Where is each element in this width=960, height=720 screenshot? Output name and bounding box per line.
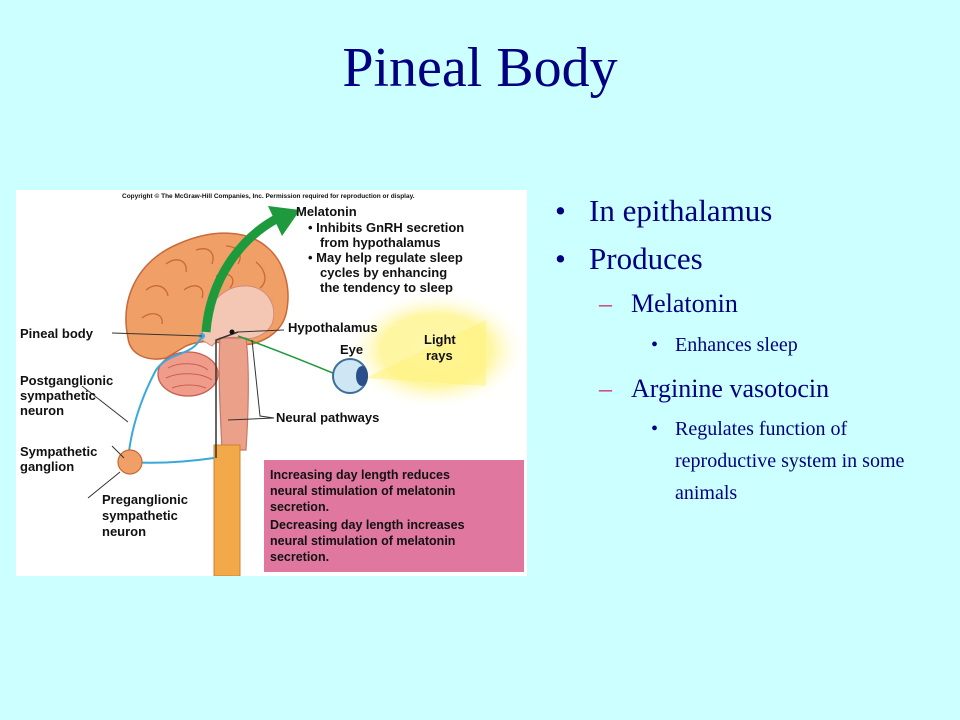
light-beam [366, 320, 486, 386]
melatonin-line-4: cycles by enhancing [320, 265, 447, 280]
melatonin-line-5: the tendency to sleep [320, 280, 453, 295]
light-rays-label-1: Light [424, 332, 456, 347]
bullet-text: Produces [589, 241, 703, 277]
light-rays-label-2: rays [426, 348, 453, 363]
pineal-diagram: Copyright © The McGraw-Hill Companies, I… [20, 192, 527, 576]
bullet-list: • In epithalamus • Produces – Melatonin … [555, 193, 955, 523]
subbullet-arginine-vasotocin: – Arginine vasotocin [599, 373, 955, 404]
melatonin-label: Melatonin [296, 204, 357, 219]
brainstem [218, 337, 249, 451]
pineal-body-label: Pineal body [20, 326, 94, 341]
bullet-epithalamus: • In epithalamus [555, 193, 955, 228]
hypothalamus-dot [229, 329, 235, 335]
bullet-glyph: • [555, 193, 566, 228]
sympathetic-ganglion-label-1: Sympathetic [20, 444, 97, 459]
box-text-6: secretion. [270, 550, 329, 564]
eye-label: Eye [340, 342, 363, 357]
preganglionic-label-1: Preganglionic [102, 492, 188, 507]
subsubbullet-text: Regulates function of reproductive syste… [675, 418, 905, 505]
subsubbullet-enhances-sleep: • Enhances sleep [651, 329, 955, 361]
box-text-4: Decreasing day length increases [270, 518, 465, 532]
bullet-produces: • Produces [555, 241, 955, 277]
dash-glyph: – [599, 373, 612, 403]
melatonin-line-3: • May help regulate sleep [308, 250, 463, 265]
leader-lines [81, 329, 285, 499]
box-text-1: Increasing day length reduces [270, 468, 450, 482]
subsubbullet-text: Enhances sleep [675, 333, 798, 356]
cerebellum-folds [165, 363, 213, 389]
copyright-text: Copyright © The McGraw-Hill Companies, I… [122, 192, 415, 200]
subsubbullet-regulates-reproduction: • Regulates function of reproductive sys… [651, 413, 955, 509]
melatonin-line-1: • Inhibits GnRH secretion [308, 220, 464, 235]
spinal-cord [213, 444, 241, 576]
dash-glyph: – [599, 289, 612, 319]
sympathetic-ganglion [117, 449, 143, 475]
day-length-box [264, 460, 524, 572]
melatonin-arrow [201, 214, 281, 333]
bullet-glyph: • [651, 418, 659, 441]
bullet-glyph: • [555, 241, 566, 277]
preganglionic-label-2: sympathetic [102, 508, 178, 523]
neural-pathway-line [215, 331, 239, 458]
postganglionic-label-2: sympathetic [20, 388, 96, 403]
sympathetic-ganglion-label-2: ganglion [20, 459, 74, 474]
eye-iris [356, 366, 368, 386]
neural-pathways-label: Neural pathways [276, 410, 379, 425]
box-text-3: secretion. [270, 500, 329, 514]
melatonin-line-2: from hypothalamus [320, 235, 441, 250]
subbullet-text: Arginine vasotocin [631, 373, 830, 403]
slide-title: Pineal Body [342, 37, 618, 99]
box-text-2: neural stimulation of melatonin [270, 484, 455, 498]
eye-nerve [237, 335, 341, 377]
preganglionic-label-3: neuron [102, 524, 146, 539]
postganglionic-label-1: Postganglionic [20, 373, 113, 388]
postganglionic-neuron [127, 335, 203, 463]
hypothalamus-label: Hypothalamus [288, 320, 378, 335]
postganglionic-label-3: neuron [20, 403, 64, 418]
bullet-glyph: • [651, 333, 659, 356]
pineal-figure: Copyright © The McGraw-Hill Companies, I… [16, 190, 527, 576]
subbullet-melatonin: – Melatonin [599, 290, 955, 319]
melatonin-arrowhead [268, 206, 300, 236]
box-text-5: neural stimulation of melatonin [270, 534, 455, 548]
bullet-text: In epithalamus [589, 193, 773, 228]
subbullet-text: Melatonin [631, 289, 738, 319]
